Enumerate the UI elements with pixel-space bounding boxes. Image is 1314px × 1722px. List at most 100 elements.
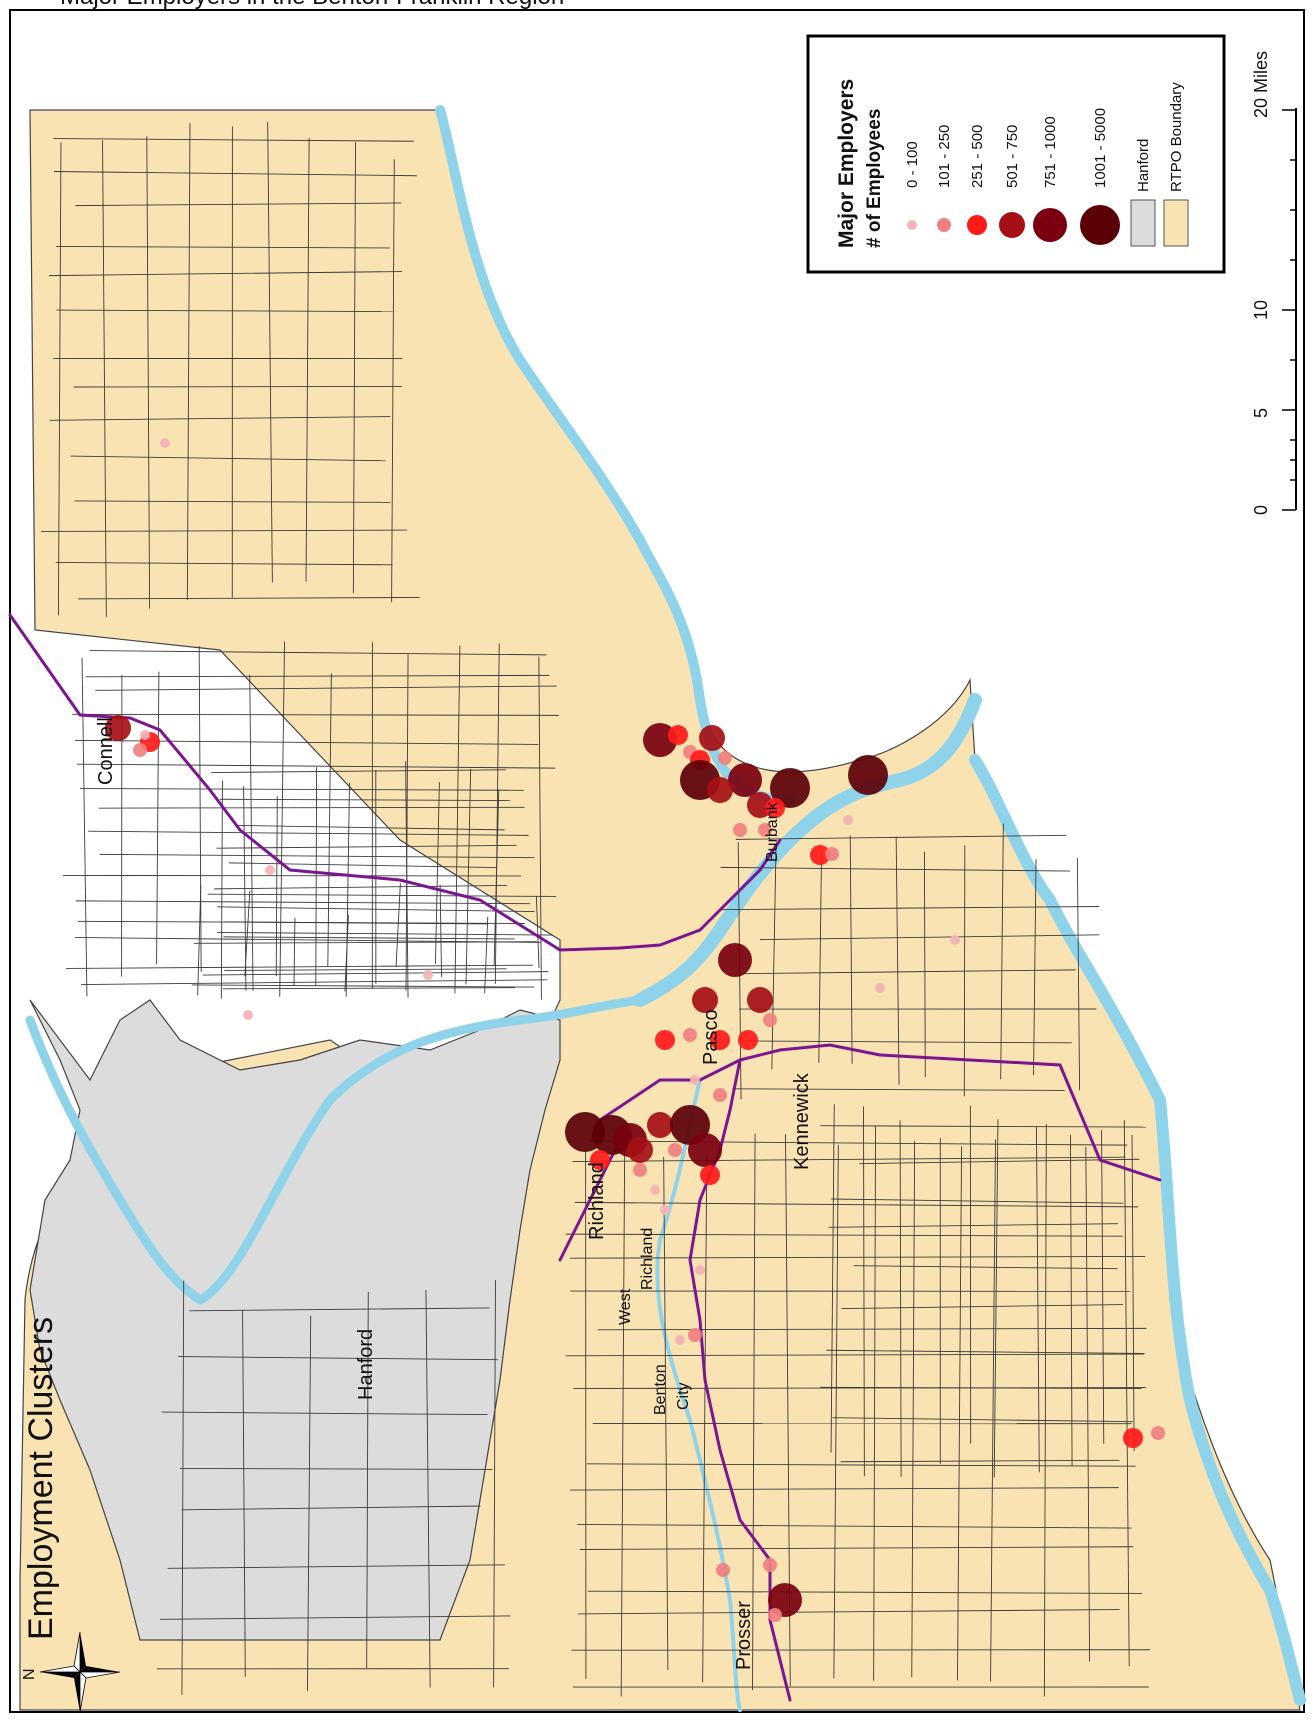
road (820, 1125, 1147, 1128)
road (570, 1487, 1119, 1491)
place-labels: Connell Burbank Pasco Kennewick Richland… (95, 717, 813, 1670)
road (484, 916, 489, 994)
employer-dot (105, 715, 131, 741)
road (1000, 823, 1004, 1080)
road (214, 885, 508, 890)
legend-symbol (907, 220, 917, 230)
employer-dot (763, 1013, 777, 1027)
employer-dot (768, 1608, 782, 1622)
road (742, 1040, 1072, 1044)
employer-dot (660, 1205, 670, 1215)
road (820, 1386, 1142, 1390)
road (237, 824, 505, 831)
road (841, 1304, 1123, 1310)
employer-dot (133, 743, 147, 757)
road (53, 138, 414, 142)
employer-dot (747, 987, 773, 1013)
employer-dot (683, 1028, 697, 1042)
road (454, 645, 461, 994)
road (207, 893, 557, 897)
road (828, 1223, 1119, 1228)
road (181, 1505, 481, 1511)
yakima-river (655, 1078, 742, 1712)
road (146, 136, 151, 609)
label-connell: Connell (95, 717, 117, 785)
road (186, 123, 191, 601)
road (923, 851, 926, 1078)
employer-dot (688, 1133, 722, 1167)
road (818, 851, 822, 1063)
road (990, 1139, 996, 1682)
road (720, 866, 1071, 872)
road (217, 906, 535, 912)
scale-ticks (1282, 109, 1296, 511)
columbia-river-south (969, 754, 1306, 1706)
road (242, 1310, 246, 1677)
road (161, 1411, 488, 1416)
employer-dot (423, 970, 433, 980)
road (74, 937, 542, 943)
road (66, 964, 533, 969)
employer-dot (770, 768, 810, 808)
road (219, 798, 511, 801)
road (76, 763, 556, 769)
road (465, 768, 472, 985)
legend-label: 0 - 100 (904, 141, 921, 188)
road (732, 1088, 1065, 1091)
road (579, 1546, 1134, 1550)
road (742, 969, 1076, 975)
road (597, 1327, 1147, 1331)
highway-burbank (698, 838, 782, 932)
employer-dot (650, 1185, 660, 1195)
header-text: Major Employers in the Benton-Franklin R… (60, 0, 564, 10)
employer-dot (707, 777, 733, 803)
employer-dot (733, 823, 747, 837)
road (99, 853, 535, 859)
road (216, 844, 517, 849)
road (217, 932, 553, 936)
road (211, 769, 507, 773)
road (315, 767, 318, 987)
road (895, 836, 900, 1085)
road (198, 646, 202, 972)
road (307, 1315, 312, 1691)
road (859, 1158, 1140, 1165)
road (202, 971, 549, 976)
road (1043, 1123, 1047, 1697)
road (849, 835, 853, 1064)
legend-swatch (1130, 199, 1156, 247)
employer-dot (843, 815, 853, 825)
road (244, 890, 251, 977)
employer-dot (699, 725, 725, 751)
road (720, 906, 1100, 911)
employer-dot (265, 865, 275, 875)
scale-label-0: 0 (1251, 505, 1271, 515)
road (189, 1307, 490, 1312)
legend-symbol (1080, 205, 1120, 245)
road (573, 1387, 1146, 1389)
road (620, 1135, 626, 1697)
employer-dot (713, 1088, 727, 1102)
road (405, 654, 409, 991)
road-network (40, 121, 1150, 1697)
label-hanford: Hanford (355, 1329, 377, 1400)
road (167, 1564, 505, 1569)
employer-dot (688, 1328, 702, 1342)
road (85, 674, 550, 678)
road (702, 1154, 708, 1683)
road (70, 455, 386, 462)
columbia-river-upper (25, 995, 645, 1305)
road (98, 806, 525, 809)
scale-bar: 0 5 10 20 Miles (1251, 51, 1297, 515)
employer-dot (848, 755, 888, 795)
road (574, 1201, 1139, 1208)
road (81, 979, 548, 986)
employer-dot (647, 1112, 673, 1138)
employer-dot (716, 1563, 730, 1577)
legend-symbol (937, 218, 951, 232)
road (840, 1459, 1120, 1463)
road (53, 171, 417, 177)
road (305, 137, 310, 582)
